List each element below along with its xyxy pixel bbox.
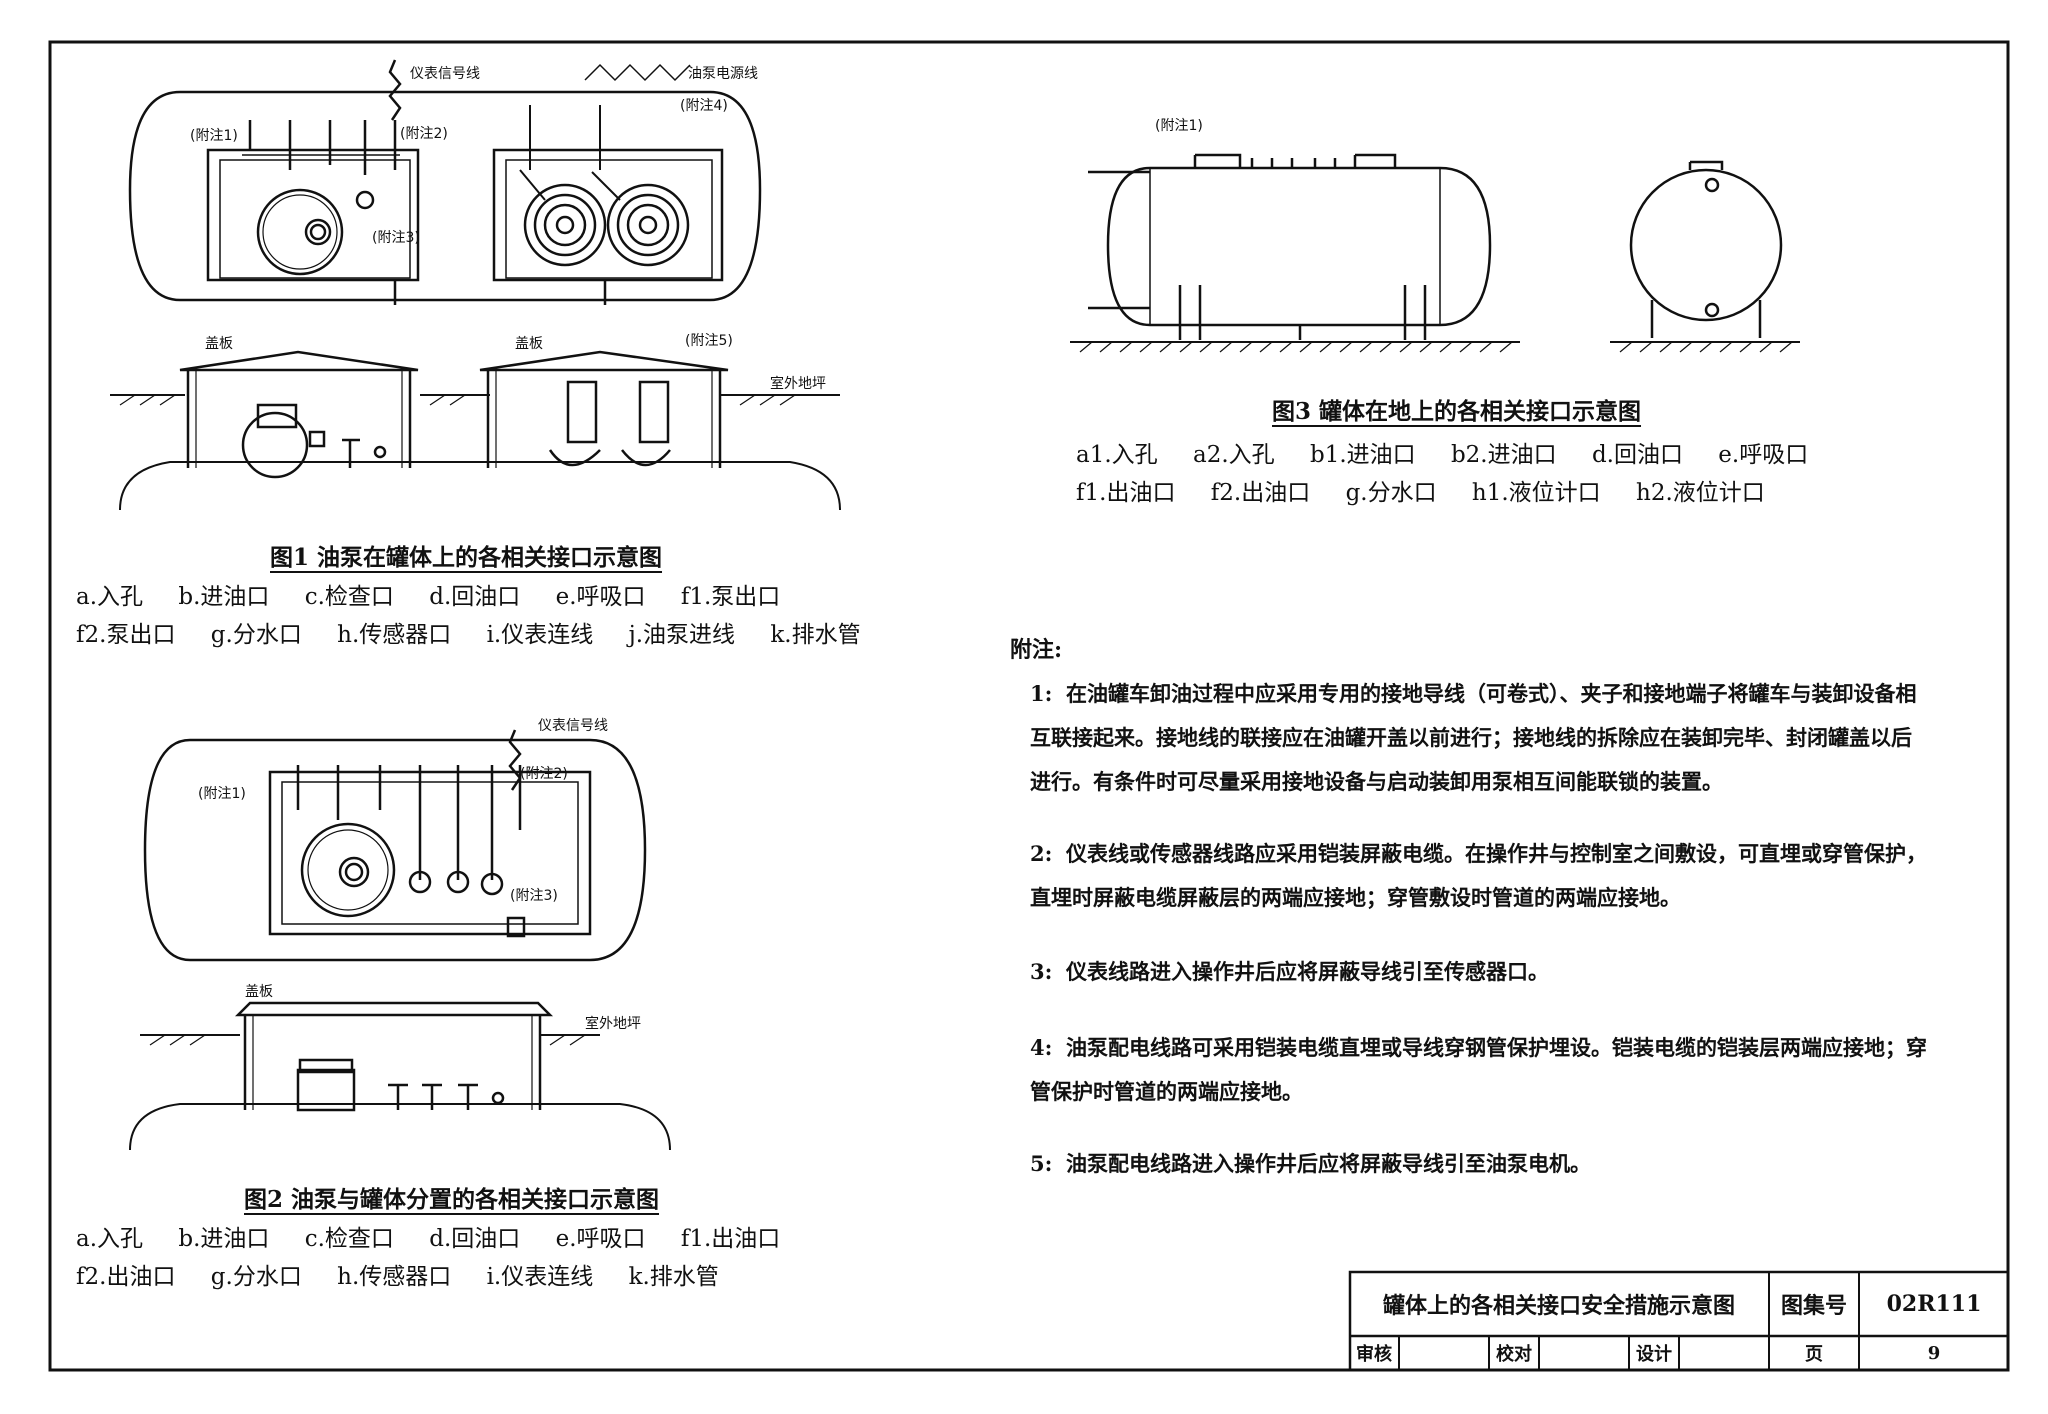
fig3-legend-b1: b1.进油口 [1309, 442, 1416, 468]
note-2-text: 仪表线或传感器线路应采用铠装屏蔽电缆。在操作井与控制室之间敷设，可直埋或穿管保护… [1030, 841, 1927, 910]
check-signature [1540, 1336, 1630, 1370]
note-1-number: 1: [1030, 681, 1053, 706]
check-label: 校对 [1490, 1336, 1540, 1370]
fig1-ground-label: 室外地坪 [770, 375, 826, 392]
fig2-legend-e: e.呼吸口 [555, 1226, 646, 1252]
fig3-legend-b2: b2.进油口 [1450, 442, 1557, 468]
fig1-legend-b: b.进油口 [178, 584, 270, 610]
fig3-legend-row2: f1.出油口 f2.出油口 g.分水口 h1.液位计口 h2.液位计口 [1076, 474, 1793, 512]
fig1-signal-line-label: 仪表信号线 [410, 66, 480, 82]
fig2-legend-k: k.排水管 [628, 1264, 719, 1290]
fig1-section-view [110, 350, 841, 511]
title-block: 罐体上的各相关接口安全措施示意图 图集号 02R111 审核 校对 设计 页 9 [1350, 1272, 2008, 1370]
fig1-legend-k: k.排水管 [770, 622, 861, 648]
fig1-cover-label: 盖板 [205, 336, 233, 352]
fig2-note3-label: (附注3) [510, 888, 558, 904]
fig1-note4-label: (附注4) [680, 98, 728, 114]
design-signature [1680, 1336, 1770, 1370]
sheet-border [48, 40, 2010, 1372]
review-label: 审核 [1350, 1336, 1400, 1370]
fig3-legend-g: g.分水口 [1345, 480, 1437, 506]
note-5-text: 油泵配电线路进入操作井后应将屏蔽导线引至油泵电机。 [1066, 1151, 1591, 1176]
fig1-legend-e: e.呼吸口 [555, 584, 646, 610]
fig2-legend-f1: f1.出油口 [680, 1226, 781, 1252]
note-4: 4:油泵配电线路可采用铠装电缆直埋或导线穿钢管保护埋设。铠装电缆的铠装层两端应接… [1030, 1026, 1930, 1114]
fig2-legend-f2: f2.出油口 [76, 1264, 176, 1290]
fig2-note1-label: (附注1) [198, 786, 246, 802]
fig1-legend-f1: f1.泵出口 [680, 584, 781, 610]
fig2-legend-i: i.仪表连线 [486, 1264, 594, 1290]
fig1-note1-label: (附注1) [190, 128, 238, 144]
fig1-cover-label-2: 盖板 [515, 336, 543, 352]
fig3-legend-a2: a2.入孔 [1192, 442, 1275, 468]
fig3-note1-label: (附注1) [1155, 118, 1203, 134]
fig3-legend-h2: h2.液位计口 [1636, 480, 1765, 506]
page-number: 9 [1927, 1342, 1941, 1364]
fig1-top-view [128, 59, 762, 305]
note-3-text: 仪表线路进入操作井后应将屏蔽导线引至传感器口。 [1066, 959, 1549, 984]
fig3-legend-d: d.回油口 [1591, 442, 1683, 468]
fig2-legend-row2: f2.出油口 g.分水口 h.传感器口 i.仪表连线 k.排水管 [76, 1258, 747, 1296]
note-5-number: 5: [1030, 1151, 1053, 1176]
fig2-legend-c: c.检查口 [304, 1226, 394, 1252]
fig2-signal-line-label: 仪表信号线 [538, 718, 608, 734]
fig2-ground-label: 室外地坪 [585, 1015, 641, 1032]
fig1-legend-d: d.回油口 [429, 584, 521, 610]
atlas-number: 02R111 [1886, 1291, 1982, 1317]
fig2-top-view [143, 729, 647, 962]
note-4-text: 油泵配电线路可采用铠装电缆直埋或导线穿钢管保护埋设。铠装电缆的铠装层两端应接地；… [1030, 1035, 1927, 1104]
fig1-pump-power-label: 油泵电源线 [688, 66, 758, 82]
note-3-number: 3: [1030, 959, 1053, 984]
fig2-legend-d: d.回油口 [429, 1226, 521, 1252]
notes-title: 附注: [1010, 637, 1063, 663]
fig1-legend-row2: f2.泵出口 g.分水口 h.传感器口 i.仪表连线 j.油泵进线 k.排水管 [76, 616, 889, 654]
fig3-legend-row1: a1.入孔 a2.入孔 b1.进油口 b2.进油口 d.回油口 e.呼吸口 [1076, 436, 1836, 474]
note-5: 5: 油泵配电线路进入操作井后应将屏蔽导线引至油泵电机。 [1030, 1142, 1930, 1186]
fig1-legend-c: c.检查口 [304, 584, 394, 610]
fig3-end-view [1610, 160, 1800, 353]
fig1-legend-i: i.仪表连线 [486, 622, 594, 648]
design-label: 设计 [1630, 1336, 1680, 1370]
fig3-side-view [1070, 153, 1520, 353]
fig3-legend-h1: h1.液位计口 [1471, 480, 1601, 506]
fig3-legend-e: e.呼吸口 [1718, 442, 1809, 468]
atlas-label: 图集号 [1770, 1272, 1860, 1336]
review-signature [1400, 1336, 1490, 1370]
note-3: 3: 仪表线路进入操作井后应将屏蔽导线引至传感器口。 [1030, 950, 1930, 994]
fig1-legend-a: a.入孔 [76, 584, 144, 610]
fig1-legend-g: g.分水口 [210, 622, 302, 648]
note-2: 2:仪表线或传感器线路应采用铠装屏蔽电缆。在操作井与控制室之间敷设，可直埋或穿管… [1030, 832, 1930, 920]
fig2-section-view [129, 1001, 671, 1151]
fig2-cover-label: 盖板 [245, 984, 273, 1000]
fig1-note2-label: (附注2) [400, 126, 448, 142]
fig1-legend-h: h.传感器口 [337, 622, 452, 648]
note-2-number: 2: [1030, 841, 1053, 866]
fig2-legend-row1: a.入孔 b.进油口 c.检查口 d.回油口 e.呼吸口 f1.出油口 [76, 1220, 808, 1258]
page-label: 页 [1770, 1336, 1860, 1370]
fig1-note5-label: (附注5) [685, 333, 733, 349]
note-1: 1:在油罐车卸油过程中应采用专用的接地导线（可卷式）、夹子和接地端子将罐车与装卸… [1030, 672, 1930, 804]
fig3-legend-a1: a1.入孔 [1076, 442, 1158, 468]
fig1-note3-label: (附注3) [372, 230, 420, 246]
fig3-legend-f2: f2.出油口 [1210, 480, 1311, 506]
fig1-legend-f2: f2.泵出口 [76, 622, 176, 648]
fig2-note2-label: (附注2) [520, 766, 568, 782]
fig3-legend-f1: f1.出油口 [1076, 480, 1176, 506]
note-4-number: 4: [1030, 1035, 1053, 1060]
fig3-caption: 图3 罐体在地上的各相关接口示意图 [1272, 398, 1642, 425]
fig2-legend-g: g.分水口 [210, 1264, 302, 1290]
fig2-legend-h: h.传感器口 [337, 1264, 452, 1290]
fig1-caption: 图1 油泵在罐体上的各相关接口示意图 [270, 544, 663, 571]
fig2-legend-b: b.进油口 [178, 1226, 270, 1252]
fig1-legend-row1: a.入孔 b.进油口 c.检查口 d.回油口 e.呼吸口 f1.泵出口 [76, 578, 808, 616]
fig2-legend-a: a.入孔 [76, 1226, 144, 1252]
note-1-text: 在油罐车卸油过程中应采用专用的接地导线（可卷式）、夹子和接地端子将罐车与装卸设备… [1030, 681, 1917, 794]
fig2-caption: 图2 油泵与罐体分置的各相关接口示意图 [244, 1186, 660, 1213]
drawing-title: 罐体上的各相关接口安全措施示意图 [1350, 1272, 1770, 1336]
fig1-legend-j: j.油泵进线 [628, 622, 736, 648]
